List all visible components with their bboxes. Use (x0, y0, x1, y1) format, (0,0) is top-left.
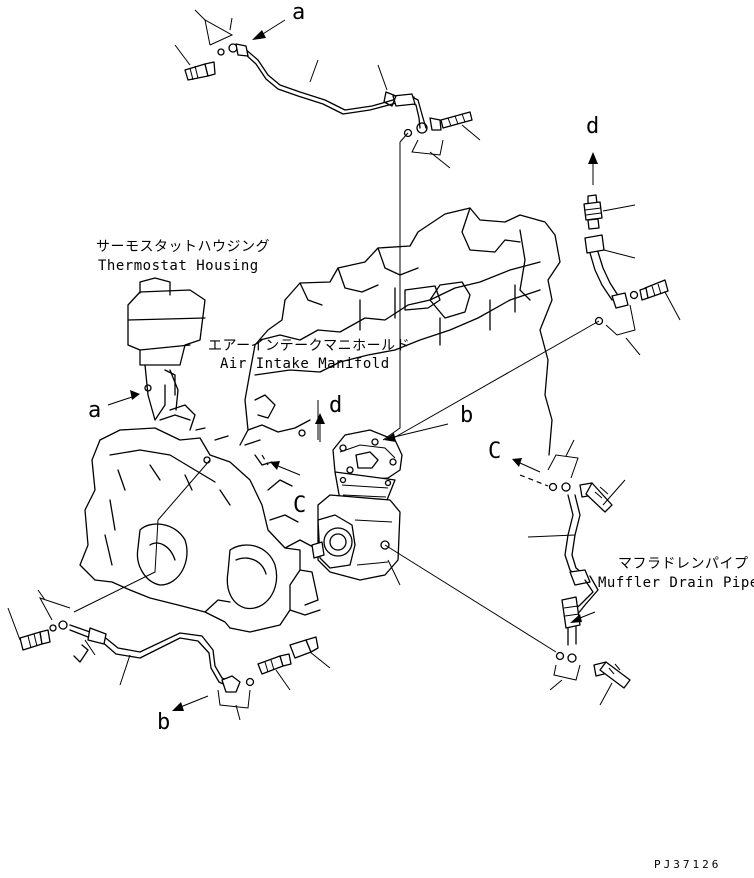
muffler-drain-pipe-label-jp: マフラドレンパイプ (618, 556, 749, 572)
thermostat-housing-label-en: Thermostat Housing (98, 258, 259, 274)
muffler-drain-pipe-label-en: Muffler Drain Pipe (598, 575, 754, 591)
pipe-top-assembly (184, 43, 473, 138)
ref-a-left: a (88, 398, 102, 423)
ref-d-top: d (586, 114, 600, 139)
ref-c-right: C (488, 439, 502, 464)
air-compressor (311, 429, 403, 581)
air-intake-manifold-label-en: Air Intake Manifold (220, 356, 390, 372)
pipe-lower-left-assembly (19, 620, 319, 693)
ref-c-left: C (293, 493, 307, 518)
ref-b-right: b (460, 403, 474, 428)
air-intake-manifold-label-jp: エアーインテークマニホールド (208, 338, 411, 354)
pipe-right-top-assembly (583, 194, 669, 326)
ref-b-bottom: b (157, 710, 171, 735)
engine-block-outline (79, 207, 561, 633)
callout-leaders (7, 9, 681, 721)
ref-d-center: d (329, 393, 343, 418)
reference-arrows (107, 19, 598, 711)
drawing-code: PJ37126 (654, 858, 722, 871)
ref-a-top: a (292, 0, 306, 25)
thermostat-housing-label-jp: サーモスタットハウジング (96, 239, 270, 255)
